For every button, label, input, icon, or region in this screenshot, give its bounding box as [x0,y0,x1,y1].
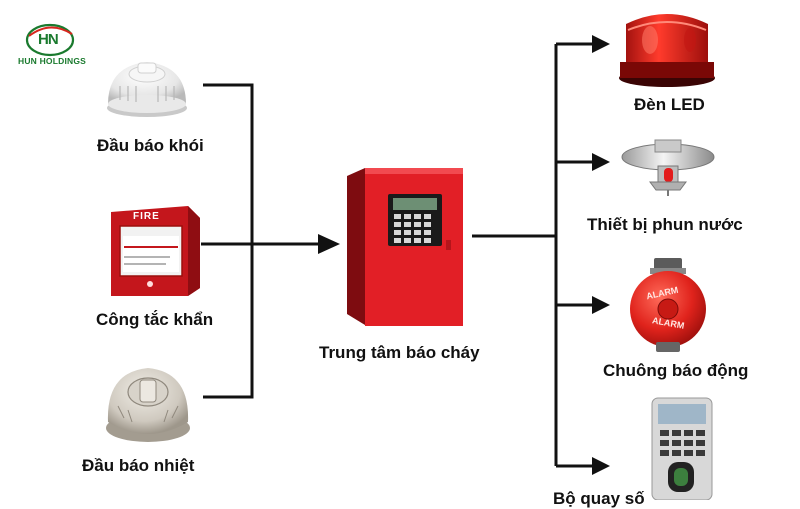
sprinkler-label: Thiết bị phun nước [587,215,743,234]
logo-letters: HN [38,31,59,48]
led-label: Đèn LED [634,95,705,114]
fire-call-point-text: FIRE [133,211,160,222]
sprinkler-head-icon [621,139,715,196]
arrow-to-sprinkler [592,153,610,171]
hun-holdings-logo [25,23,75,57]
output-bus-lines [472,42,594,468]
fire-alarm-call-point-icon [111,206,200,296]
heat-detector-label: Đầu báo nhiệt [82,456,195,475]
arrow-to-led [592,35,610,53]
input-bus-lines [201,83,318,399]
heat-detector-icon [106,368,190,442]
fire-alarm-control-panel-icon [347,168,463,326]
emergency-switch-label: Công tắc khẩn [96,310,214,329]
arrow-to-dialer [592,457,610,475]
smoke-detector-icon [107,62,187,117]
brand-name: HUN HOLDINGS [18,56,87,66]
arrow-to-bell [592,296,610,314]
auto-dialer-icon [651,397,713,500]
red-beacon-light-icon [619,14,715,87]
arrow-into-control-panel [318,234,340,254]
control-panel-label: Trung tâm báo cháy [319,343,480,362]
smoke-detector-label: Đầu báo khói [97,136,204,155]
alarm-bell-icon [630,258,706,352]
auto-dialer-label: Bộ quay số [553,489,645,508]
alarm-bell-label: Chuông báo động [603,361,749,380]
